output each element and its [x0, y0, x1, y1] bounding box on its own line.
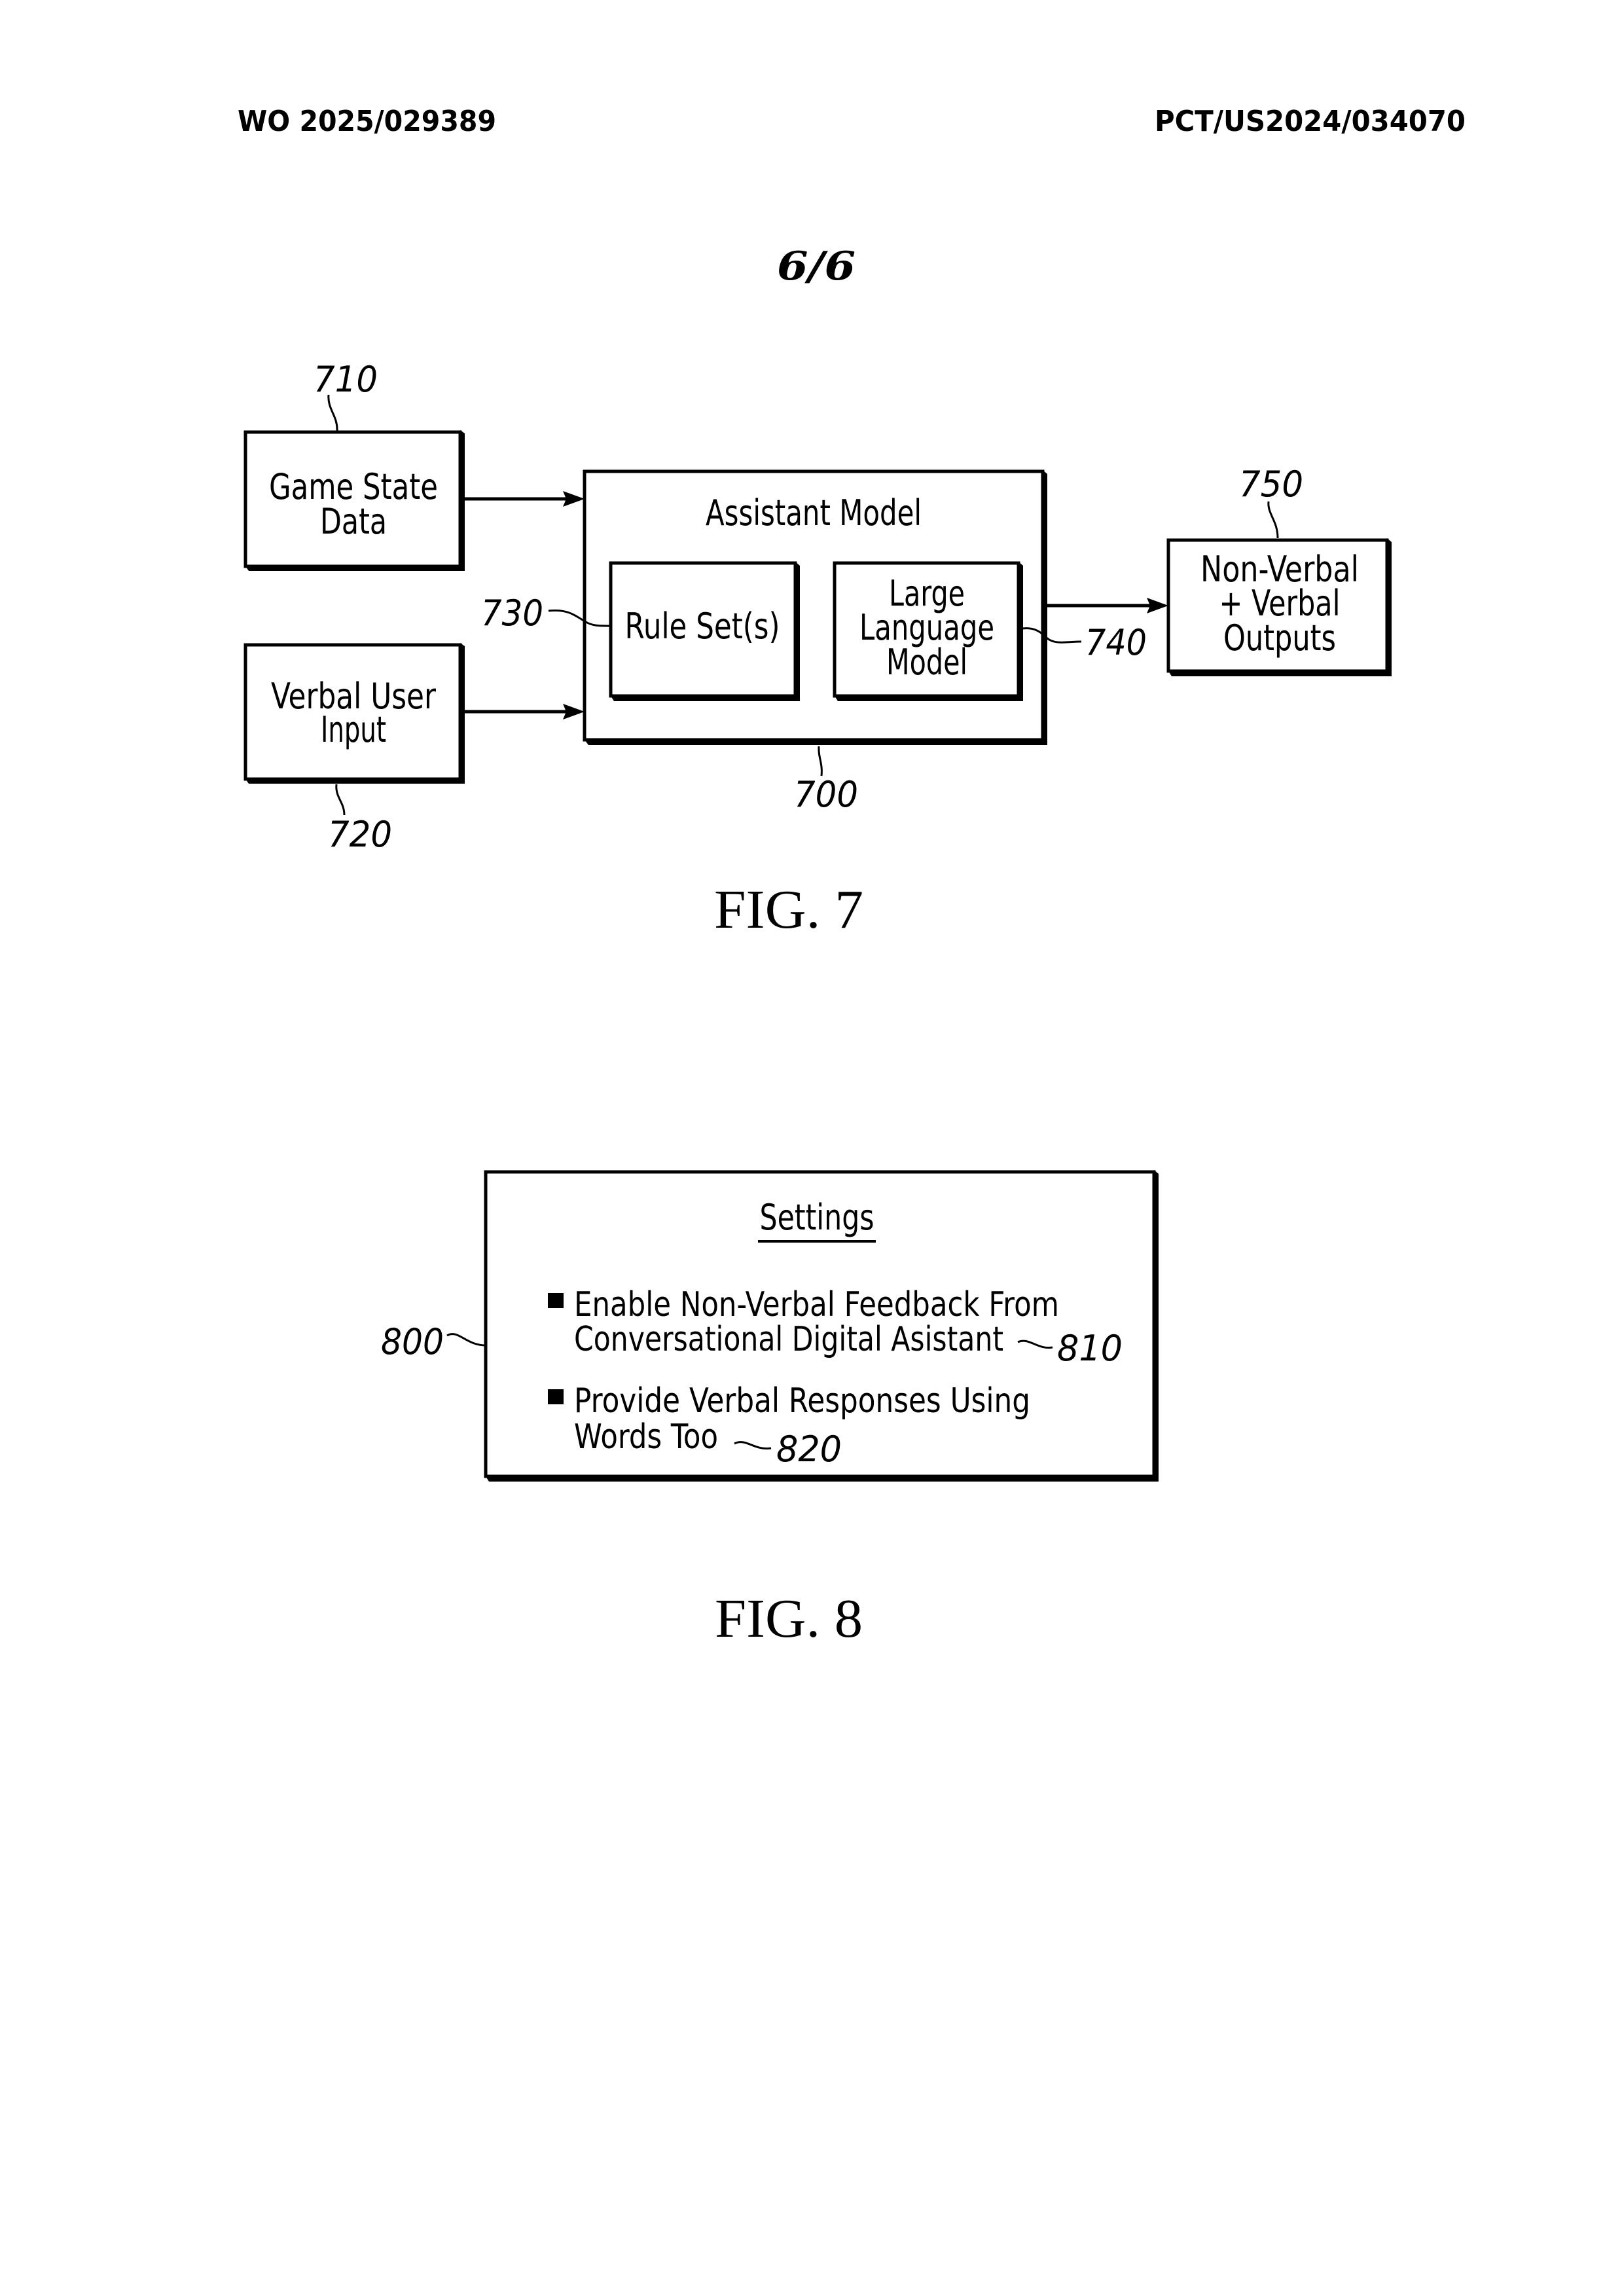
option-label-line: Provide Verbal Responses Using [574, 1381, 1030, 1421]
box-label-line: Data [320, 501, 387, 542]
box-label-line: + Verbal [1219, 583, 1341, 624]
box-frame [243, 643, 462, 781]
settings-title: Settings [760, 1197, 874, 1238]
arrowhead-icon [1147, 598, 1168, 613]
large-language-model-box: Large Language Model [833, 561, 1023, 701]
leader-line-700 [818, 746, 823, 776]
reference-numeral-750: 750 [1239, 464, 1303, 505]
publication-number: WO 2025/029389 [238, 105, 496, 138]
leader-line-720 [335, 784, 346, 816]
box-frame [833, 561, 1020, 698]
figure-7: Game State Data 710 Verbal User Input 72… [243, 359, 1392, 940]
box-frame [609, 561, 797, 698]
reference-numeral-720: 720 [328, 814, 392, 855]
reference-numeral-730: 730 [481, 592, 543, 634]
box-label-line: Rule Set(s) [625, 606, 780, 647]
box-label-line: Large [889, 573, 965, 614]
leader-line-750 [1267, 501, 1279, 539]
settings-option-verbal-responses[interactable]: Provide Verbal Responses Using Words Too [548, 1381, 1030, 1457]
sheet-number: 6/6 [777, 244, 856, 289]
leader-line-740 [1022, 627, 1082, 644]
assistant-model-title: Assistant Model [706, 492, 922, 534]
checkbox-checked-icon[interactable] [548, 1293, 564, 1308]
settings-panel: Settings Enable Non-Verbal Feedback From… [484, 1170, 1159, 1482]
figure-8-caption: FIG. 8 [715, 1588, 863, 1649]
leader-line-710 [327, 394, 338, 431]
reference-numeral-820: 820 [776, 1429, 842, 1470]
reference-numeral-700: 700 [794, 774, 858, 815]
leader-line-820 [734, 1441, 772, 1450]
arrowhead-icon [563, 491, 585, 507]
figure-7-caption: FIG. 7 [714, 879, 863, 940]
leader-line-810 [1017, 1339, 1053, 1349]
non-verbal-verbal-outputs-box: Non-Verbal + Verbal Outputs [1166, 538, 1392, 676]
assistant-model-box: Assistant Model Rule Set(s) Large Langua… [583, 469, 1047, 745]
leader-line-800 [446, 1333, 486, 1347]
box-label-line: Model [886, 642, 967, 683]
reference-numeral-810: 810 [1057, 1328, 1123, 1369]
checkbox-checked-icon[interactable] [548, 1389, 564, 1404]
figure-8: Settings Enable Non-Verbal Feedback From… [381, 1170, 1159, 1649]
box-frame [243, 430, 462, 568]
application-number: PCT/US2024/034070 [1155, 105, 1466, 138]
settings-option-non-verbal-feedback[interactable]: Enable Non-Verbal Feedback From Conversa… [548, 1285, 1059, 1359]
box-label-line: Language [859, 607, 994, 648]
reference-numeral-710: 710 [314, 359, 378, 400]
box-label-line: Non-Verbal [1200, 549, 1359, 590]
box-label-line: Game State [269, 466, 438, 507]
leader-line-730 [548, 609, 611, 627]
option-label-line: Conversational Digital Asistant [574, 1320, 1003, 1359]
game-state-data-box: Game State Data [243, 430, 465, 571]
reference-numeral-800: 800 [381, 1321, 444, 1362]
box-frame [1166, 538, 1389, 673]
box-label-line: Input [321, 709, 386, 750]
verbal-user-input-box: Verbal User Input [243, 643, 465, 784]
box-label-line: Verbal User [271, 676, 437, 717]
option-label-line: Enable Non-Verbal Feedback From [574, 1285, 1059, 1324]
box-label-line: Outputs [1223, 617, 1336, 659]
arrowhead-icon [563, 704, 585, 720]
option-label-line: Words Too [574, 1417, 718, 1457]
panel-frame [484, 1170, 1156, 1478]
reference-numeral-740: 740 [1085, 622, 1147, 663]
rule-set-box: Rule Set(s) [609, 561, 800, 701]
